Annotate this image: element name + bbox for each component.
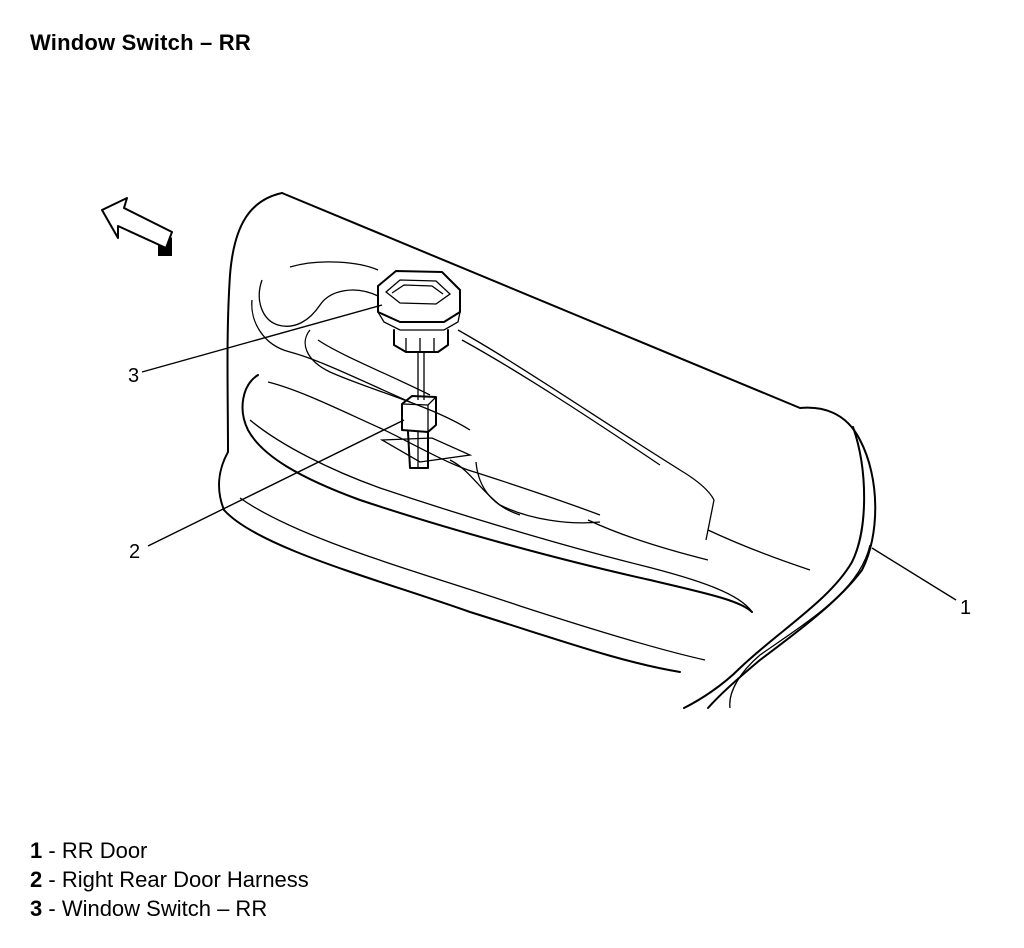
legend-item: 1 - RR Door <box>30 836 309 865</box>
window-switch <box>377 270 461 353</box>
door-harness-connector <box>401 352 437 469</box>
callout-1: 1 <box>960 597 971 619</box>
leader-line-2 <box>147 419 405 547</box>
legend-text: RR Door <box>61 838 148 863</box>
diagram-title: Window Switch – RR <box>30 30 251 55</box>
legend-separator: - <box>42 838 62 863</box>
callout-3: 3 <box>128 365 139 387</box>
legend-separator: - <box>42 867 62 892</box>
leader-line-3 <box>141 304 383 373</box>
legend-text: Right Rear Door Harness <box>61 867 309 892</box>
legend-number: 3 <box>30 896 43 921</box>
legend-number: 1 <box>30 838 43 863</box>
legend: 1 - RR Door 2 - Right Rear Door Harness … <box>30 836 309 923</box>
leader-line-1 <box>871 547 957 601</box>
legend-text: Window Switch – RR <box>61 896 268 921</box>
rr-door-panel <box>218 192 877 709</box>
callout-2: 2 <box>129 541 140 563</box>
legend-number: 2 <box>30 867 43 892</box>
legend-item: 3 - Window Switch – RR <box>30 894 309 923</box>
legend-separator: - <box>42 896 62 921</box>
orientation-arrow-icon <box>101 197 173 256</box>
legend-item: 2 - Right Rear Door Harness <box>30 865 309 894</box>
